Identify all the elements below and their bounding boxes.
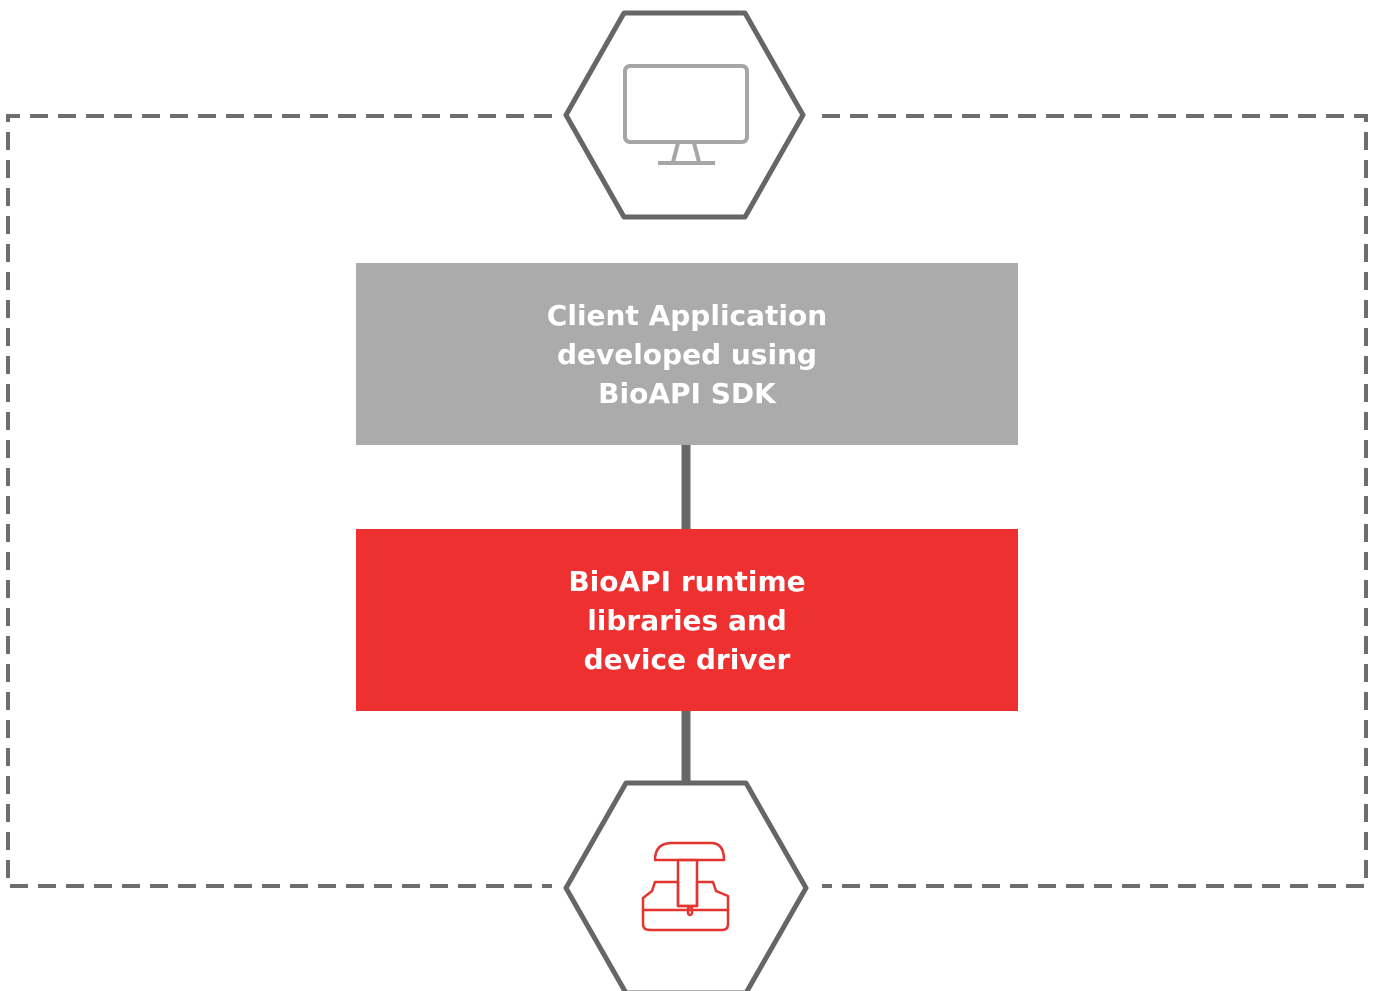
runtime-box-line-2: libraries and [587, 603, 787, 637]
runtime-box-line-3: device driver [583, 642, 791, 676]
fingerprint-scanner-icon [641, 841, 730, 932]
boundary-top-left [6, 114, 552, 888]
system-boundary [6, 114, 1368, 888]
monitor-icon [623, 64, 749, 165]
computer-node [563, 10, 806, 220]
bottom-hexagon [563, 780, 809, 991]
boundary-top-right [822, 114, 1368, 888]
client-box-line-2: developed using [556, 337, 818, 371]
scanner-node [563, 780, 809, 991]
top-hexagon [563, 10, 806, 220]
client-box-line-1: Client Application [546, 298, 828, 332]
client-application-box: Client Application developed using BioAP… [356, 263, 1018, 445]
runtime-libraries-box: BioAPI runtime libraries and device driv… [356, 529, 1018, 711]
client-box-line-3: BioAPI SDK [598, 376, 776, 410]
runtime-box-line-1: BioAPI runtime [568, 564, 806, 598]
